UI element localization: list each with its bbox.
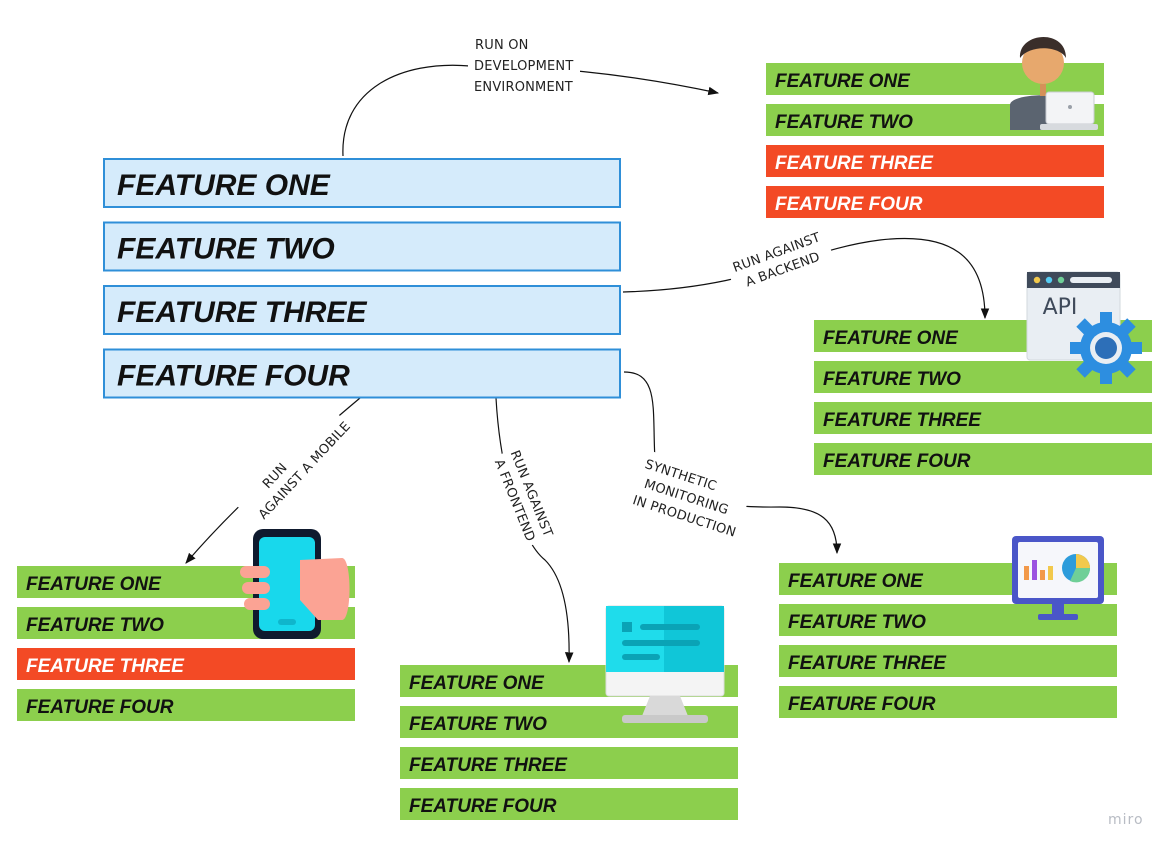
edge-label-line: DEVELOPMENT [474,59,573,74]
master-item-feature-one: FEATURE ONE [103,158,621,208]
production-feature-list: FEATURE ONE FEATURE TWO FEATURE THREE FEATU… [779,563,1117,718]
feature-label: FEATURE TWO [823,369,961,390]
feature-label: FEATURE TWO [788,612,926,633]
dashboard-monitor-icon [1012,536,1104,620]
master-item-label: FEATURE FOUR [117,360,350,393]
master-item-label: FEATURE ONE [117,169,331,202]
feature-label: FEATURE FOUR [26,697,174,718]
mobile-item-feature-four: FEATURE FOUR [17,689,355,721]
feature-label: FEATURE ONE [775,71,911,92]
feature-label: FEATURE ONE [823,328,959,349]
edge-labels: RUN ON DEVELOPMENT ENVIRONMENT RUN AGAIN… [233,34,836,549]
smartphone-hand-icon [240,529,350,639]
desktop-monitor-icon [605,605,725,723]
developer-icon [1010,36,1098,130]
feature-label: FEATURE FOUR [788,694,936,715]
master-feature-list: FEATURE ONE FEATURE TWO FEATURE THREE FEATU… [103,158,621,399]
feature-label: FEATURE THREE [775,153,934,174]
edge-label-mobile: RUN AGAINST A MOBILE [233,403,356,531]
feature-status-bar-fail [766,145,1104,177]
feature-status-bar-pass [814,402,1152,434]
master-item-label: FEATURE TWO [117,233,335,266]
api-icon-text: API [1043,295,1078,320]
feature-status-bar-pass [400,788,738,820]
feature-label: FEATURE THREE [409,755,568,776]
feature-label: FEATURE THREE [26,656,185,677]
master-item-box [103,348,621,399]
master-item-feature-four: FEATURE FOUR [103,348,621,399]
master-item-label: FEATURE THREE [117,296,367,329]
master-item-box [103,221,621,272]
edge-backend [622,237,990,320]
feature-status-bar-pass [17,689,355,721]
feature-label: FEATURE ONE [788,571,924,592]
api-gear-icon: API [1026,271,1142,384]
edge-label-backend: RUN AGAINST A BACKEND [723,223,836,297]
backend-item-feature-four: FEATURE FOUR [814,443,1152,475]
feature-status-bar-fail [17,648,355,680]
edge-label-development: RUN ON DEVELOPMENT ENVIRONMENT [468,34,580,96]
feature-status-bar-pass [779,686,1117,718]
feature-status-bar-pass [779,645,1117,677]
feature-label: FEATURE FOUR [823,451,971,472]
master-item-box [103,285,621,335]
production-item-feature-four: FEATURE FOUR [779,686,1117,718]
master-item-box [103,158,621,208]
feature-status-bar-pass [814,443,1152,475]
feature-label: FEATURE THREE [823,410,982,431]
development-item-feature-three: FEATURE THREE [766,145,1104,177]
feature-label: FEATURE TWO [775,112,913,133]
edge-label-line: RUN ON [475,38,529,53]
master-item-feature-three: FEATURE THREE [103,285,621,335]
edge-label-frontend: RUN AGAINST A FRONTEND [488,445,560,549]
development-item-feature-four: FEATURE FOUR [766,186,1104,218]
development-feature-list: FEATURE ONE FEATURE TWO FEATURE THREE FEATU… [766,63,1104,218]
frontend-item-feature-three: FEATURE THREE [400,747,738,779]
production-item-feature-two: FEATURE TWO [779,604,1117,636]
feature-label: FEATURE TWO [409,714,547,735]
frontend-feature-list: FEATURE ONE FEATURE TWO FEATURE THREE FEATU… [400,665,738,820]
feature-status-bar-pass [400,747,738,779]
feature-label: FEATURE ONE [409,673,545,694]
feature-status-bar-fail [766,186,1104,218]
miro-watermark: miro [1108,812,1144,828]
feature-label: FEATURE TWO [26,615,164,636]
backend-item-feature-three: FEATURE THREE [814,402,1152,434]
feature-label: FEATURE FOUR [775,194,923,215]
edge-label-line: ENVIRONMENT [474,80,573,95]
mobile-item-feature-three: FEATURE THREE [17,648,355,680]
frontend-item-feature-four: FEATURE FOUR [400,788,738,820]
production-item-feature-three: FEATURE THREE [779,645,1117,677]
edge-label-production: SYNTHETIC MONITORING IN PRODUCTION [627,449,754,546]
feature-label: FEATURE ONE [26,574,162,595]
feature-label: FEATURE FOUR [409,796,557,817]
feature-label: FEATURE THREE [788,653,947,674]
master-item-feature-two: FEATURE TWO [103,221,621,272]
